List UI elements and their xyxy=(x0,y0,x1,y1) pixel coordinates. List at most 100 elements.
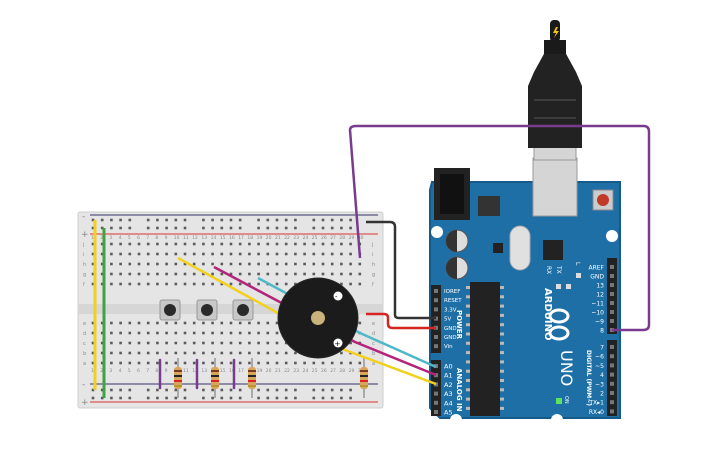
breadboard-hole xyxy=(156,388,159,392)
breadboard-hole xyxy=(229,252,233,256)
digital-pin-label: ~11 xyxy=(591,301,604,308)
breadboard-hole xyxy=(229,272,233,276)
breadboard-hole xyxy=(146,331,150,335)
breadboard-hole xyxy=(220,341,224,345)
push-button-1[interactable] xyxy=(159,299,181,321)
breadboard-hole xyxy=(257,351,260,355)
breadboard-hole xyxy=(229,226,233,230)
resistor-3 xyxy=(248,358,256,398)
breadboard-hole xyxy=(211,321,214,325)
breadboard-hole xyxy=(165,396,168,400)
digital-header-bottom xyxy=(607,340,617,416)
breadboard-hole xyxy=(220,396,224,400)
resistor-1 xyxy=(174,358,182,398)
breadboard-hole xyxy=(128,351,132,355)
breadboard-hole xyxy=(321,396,325,400)
breadboard-hole xyxy=(257,226,260,230)
mount-hole xyxy=(551,414,563,426)
breadboard-hole xyxy=(229,331,233,335)
breadboard-hole xyxy=(156,351,159,355)
breadboard-hole xyxy=(294,361,297,365)
column-number: 19 xyxy=(257,235,263,241)
breadboard-hole xyxy=(312,242,316,246)
breadboard-hole xyxy=(128,252,132,256)
analog-pin-label: A3 xyxy=(444,390,453,398)
chip-pin xyxy=(466,341,470,345)
breadboard-hole xyxy=(202,388,205,392)
breadboard-hole xyxy=(174,361,178,365)
breadboard-hole xyxy=(321,252,325,256)
breadboard-hole xyxy=(91,262,95,266)
wire-yellow-a2 xyxy=(177,256,437,386)
breadboard-hole xyxy=(110,252,113,256)
breadboard-hole xyxy=(174,242,178,246)
header-pin xyxy=(610,319,614,323)
column-number: 8 xyxy=(155,235,158,241)
digital-pin-label: 13 xyxy=(596,283,604,290)
column-number: 29 xyxy=(349,235,355,241)
breadboard-hole xyxy=(202,282,205,286)
breadboard-hole xyxy=(128,272,132,276)
breadboard-hole xyxy=(110,321,113,325)
breadboard-hole xyxy=(303,272,306,276)
breadboard-hole xyxy=(202,396,205,400)
chip-pin xyxy=(466,406,470,410)
breadboard-hole xyxy=(119,252,122,256)
pin-labels: IOREFRESET3.3V5VGNDGNDVinA0A1A2A3A4A5ARE… xyxy=(444,265,605,417)
breadboard-hole xyxy=(211,262,214,266)
breadboard-hole xyxy=(349,252,352,256)
breadboard-hole xyxy=(229,262,233,266)
breadboard-hole xyxy=(100,262,104,266)
column-number: 16 xyxy=(229,235,235,241)
breadboard-hole xyxy=(165,331,168,335)
breadboard-hole xyxy=(330,252,334,256)
breadboard-hole xyxy=(110,361,113,365)
breadboard-hole xyxy=(128,331,132,335)
breadboard-hole xyxy=(257,282,260,286)
breadboard-hole xyxy=(192,321,196,325)
breadboard-hole xyxy=(174,272,178,276)
chip-pin xyxy=(466,379,470,382)
row-letter: d xyxy=(83,331,86,337)
buzzer-minus-label: - xyxy=(335,293,338,301)
breadboard-hole xyxy=(340,262,343,266)
column-number: 14 xyxy=(211,235,217,241)
breadboard-hole xyxy=(110,341,113,345)
breadboard-hole xyxy=(156,226,159,230)
digital-pin-label: 8 xyxy=(600,328,604,335)
breadboard-hole xyxy=(165,272,168,276)
push-button-2[interactable] xyxy=(196,299,218,321)
chip-pin xyxy=(466,313,470,317)
breadboard-hole xyxy=(110,242,113,246)
breadboard-hole xyxy=(266,262,270,266)
breadboard-hole xyxy=(266,331,270,335)
breadboard-hole xyxy=(119,262,122,266)
breadboard-hole xyxy=(321,361,325,365)
breadboard-hole xyxy=(211,331,214,335)
breadboard-hole xyxy=(220,361,224,365)
breadboard-jumpers xyxy=(158,358,236,390)
chip-pin xyxy=(466,397,470,401)
reset-button[interactable] xyxy=(592,189,614,211)
breadboard-hole xyxy=(192,341,196,345)
breadboard-hole xyxy=(91,361,95,365)
column-number: 11 xyxy=(183,235,189,241)
chip-pins xyxy=(466,286,504,410)
column-number: 26 xyxy=(321,368,327,374)
breadboard-hole xyxy=(238,321,242,325)
usb-port[interactable] xyxy=(532,157,578,217)
breadboard-hole xyxy=(202,361,205,365)
breadboard-hole xyxy=(284,262,288,266)
voltage-regulator xyxy=(478,196,500,216)
breadboard-hole xyxy=(340,272,343,276)
breadboard-hole xyxy=(284,272,288,276)
breadboard-hole xyxy=(275,262,279,266)
led-label-l: L xyxy=(574,262,581,266)
breadboard-hole xyxy=(156,331,159,335)
breadboard-hole xyxy=(174,351,178,355)
push-button-3[interactable] xyxy=(232,299,254,321)
breadboard-hole xyxy=(146,262,150,266)
chip-pin xyxy=(500,351,504,355)
mount-hole xyxy=(450,414,462,426)
breadboard-hole xyxy=(137,341,141,345)
